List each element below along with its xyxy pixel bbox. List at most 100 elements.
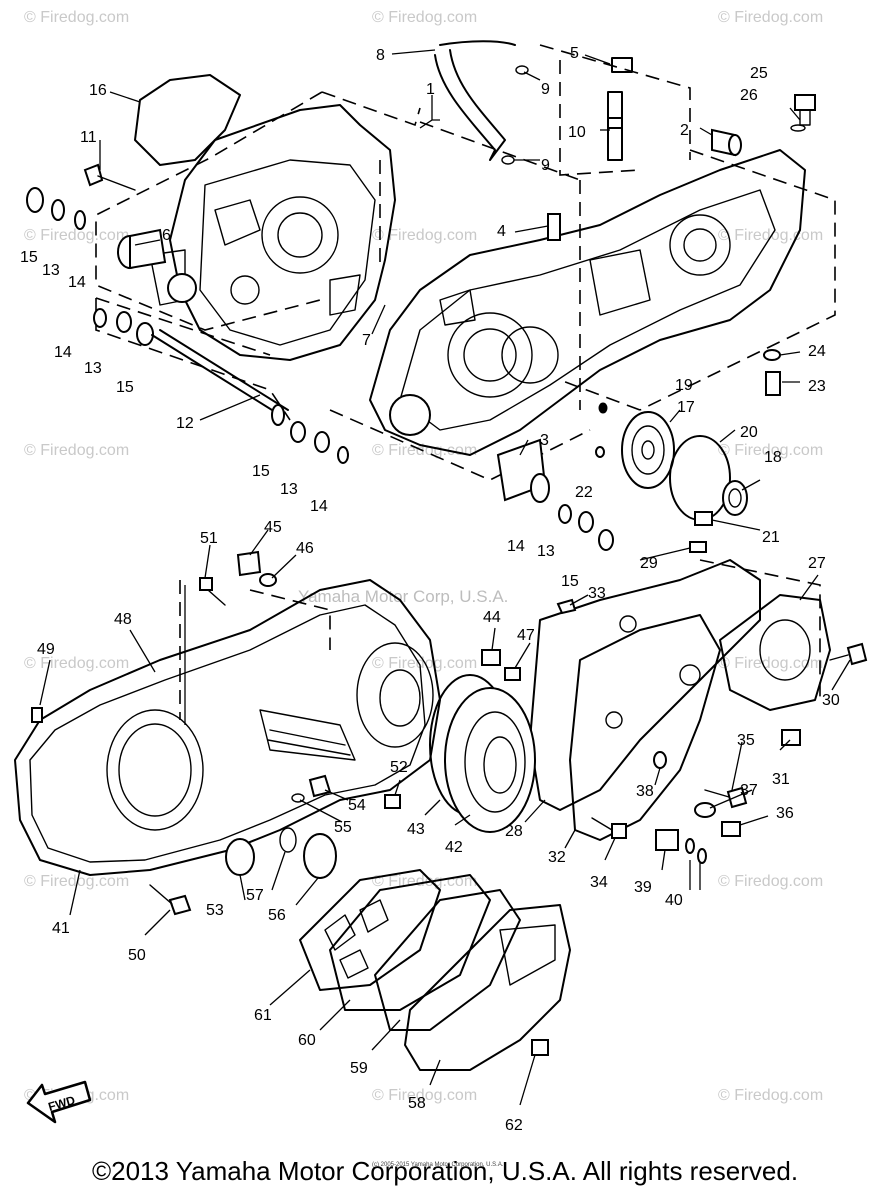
callout-6: 6 — [162, 227, 171, 244]
watermark: © Firedog.com — [718, 9, 823, 26]
callout-42: 42 — [445, 839, 463, 856]
tube-10 — [607, 91, 623, 161]
callout-25: 25 — [750, 65, 768, 82]
callout-38: 38 — [636, 783, 654, 800]
callout-46: 46 — [296, 540, 314, 557]
callout-13d: 13 — [537, 543, 555, 560]
callout-55: 55 — [334, 819, 352, 836]
callout-18: 18 — [764, 449, 782, 466]
upper-small-parts — [26, 40, 816, 551]
callout-10: 10 — [568, 124, 586, 141]
callout-29: 29 — [640, 555, 658, 572]
callout-7: 7 — [362, 332, 371, 349]
callout-23: 23 — [808, 378, 826, 395]
callout-57: 57 — [246, 887, 264, 904]
callout-14b: 14 — [54, 344, 72, 361]
callout-30: 30 — [822, 692, 840, 709]
callout-33: 33 — [588, 585, 606, 602]
hose-8 — [434, 40, 516, 161]
callout-17: 17 — [677, 399, 695, 416]
gasket-28 — [529, 559, 761, 811]
callout-52: 52 — [390, 759, 408, 776]
left-cover — [14, 579, 441, 876]
callout-59: 59 — [350, 1060, 368, 1077]
tiny-credit: (c) 2005-2015 Yamaha Motor Corporation, … — [372, 1162, 504, 1168]
cover-27 — [719, 594, 831, 711]
watermark: © Firedog.com — [718, 227, 823, 244]
right-cover-parts — [529, 541, 868, 864]
callout-5: 5 — [570, 45, 579, 62]
watermark: © Firedog.com — [718, 873, 823, 890]
watermark: © Firedog.com — [718, 1087, 823, 1104]
callout-36: 36 — [776, 805, 794, 822]
callout-22: 22 — [575, 484, 593, 501]
callout-45: 45 — [264, 519, 282, 536]
callout-24: 24 — [808, 343, 826, 360]
clutch-filter-parts — [31, 550, 571, 1071]
right-crankcase — [369, 149, 806, 456]
callout-62: 62 — [505, 1117, 523, 1134]
watermark: © Firedog.com — [372, 9, 477, 26]
callout-9b: 9 — [541, 157, 550, 174]
watermark-yamaha: Yamaha Motor Corp, U.S.A. — [298, 587, 508, 606]
callout-14d: 14 — [507, 538, 525, 555]
callout-15a: 15 — [20, 249, 38, 266]
callout-9a: 9 — [541, 81, 550, 98]
shaft-12 — [151, 329, 289, 416]
callout-32: 32 — [548, 849, 566, 866]
air-duct-58 — [404, 904, 571, 1071]
callout-31: 31 — [772, 771, 790, 788]
callout-34: 34 — [590, 874, 608, 891]
left-crankcase — [149, 104, 396, 361]
callout-50: 50 — [128, 947, 146, 964]
callout-40: 40 — [665, 892, 683, 909]
callout-16: 16 — [89, 82, 107, 99]
callout-35: 35 — [737, 732, 755, 749]
callout-1: 1 — [426, 81, 435, 98]
callout-54: 54 — [348, 797, 366, 814]
callout-27: 27 — [808, 555, 826, 572]
callout-48: 48 — [114, 611, 132, 628]
watermark: © Firedog.com — [372, 1087, 477, 1104]
callout-51: 51 — [200, 530, 218, 547]
callout-2: 2 — [680, 122, 689, 139]
callout-19: 19 — [675, 377, 693, 394]
callout-15b: 15 — [116, 379, 134, 396]
watermark: © Firedog.com — [718, 655, 823, 672]
callout-41: 41 — [52, 920, 70, 937]
callout-11: 11 — [80, 129, 97, 146]
callout-26: 26 — [740, 87, 758, 104]
watermark: © Firedog.com — [24, 655, 129, 672]
copyright-notice: ©2013 Yamaha Motor Corporation, U.S.A. A… — [91, 1156, 799, 1186]
fwd-arrow-icon: FWD — [26, 1080, 92, 1124]
assembly-outlines — [95, 44, 836, 720]
callout-39: 39 — [634, 879, 652, 896]
callout-21: 21 — [762, 529, 780, 546]
callout-37: 37 — [740, 782, 758, 799]
callout-58: 58 — [408, 1095, 426, 1112]
callout-49: 49 — [37, 641, 55, 658]
callout-53: 53 — [206, 902, 224, 919]
callout-60: 60 — [298, 1032, 316, 1049]
watermark: © Firedog.com — [24, 873, 129, 890]
callout-43: 43 — [407, 821, 425, 838]
gasket-16 — [134, 74, 241, 166]
leader-lines — [39, 49, 851, 1106]
callout-3: 3 — [540, 432, 549, 449]
watermark-layer: © Firedog.com © Firedog.com © Firedog.co… — [24, 9, 823, 1104]
callout-4: 4 — [497, 223, 506, 240]
callout-13c: 13 — [280, 481, 298, 498]
watermark: © Firedog.com — [372, 442, 477, 459]
watermark: © Firedog.com — [24, 442, 129, 459]
callout-14c: 14 — [310, 498, 328, 515]
callout-13a: 13 — [42, 262, 60, 279]
callout-13b: 13 — [84, 360, 102, 377]
callout-28: 28 — [505, 823, 523, 840]
watermark: © Firedog.com — [24, 227, 129, 244]
watermark: © Firedog.com — [718, 442, 823, 459]
callout-14a: 14 — [68, 274, 86, 291]
callout-labels: 1 2 3 4 5 6 7 8 9 9 10 11 12 13 13 13 13… — [20, 45, 840, 1134]
callout-44: 44 — [483, 609, 501, 626]
callout-15d: 15 — [561, 573, 579, 590]
